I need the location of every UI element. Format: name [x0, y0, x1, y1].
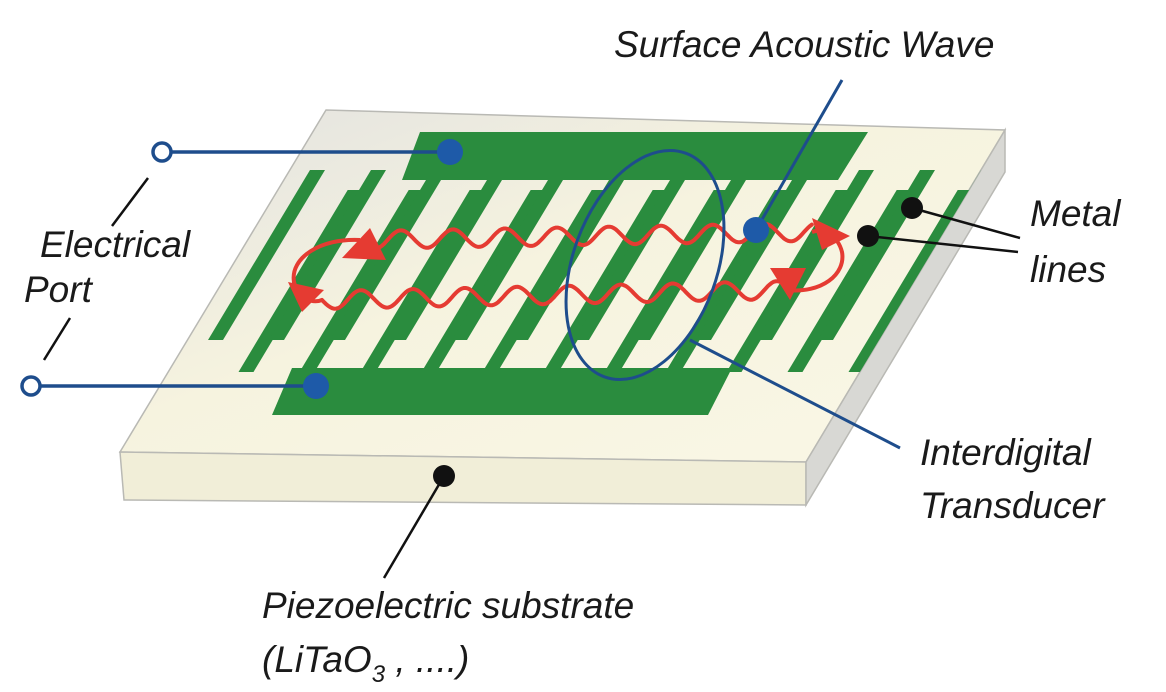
metal-line-dot-1 — [901, 197, 923, 219]
electrode-finger-top — [757, 170, 874, 340]
leader-saw-dot — [743, 217, 769, 243]
leader-saw — [754, 79, 844, 231]
label-metal-line2: lines — [1030, 249, 1106, 290]
leader-metal-1 — [911, 206, 1021, 240]
label-metal-line1: Metal — [1030, 193, 1122, 234]
label-electrical-line2: Port — [24, 269, 94, 310]
electrical-port — [20, 139, 463, 399]
port-terminal-top — [151, 141, 173, 163]
label-substrate-line2: (LiTaO3 , ....) — [262, 639, 469, 688]
label-substrate-formula: (LiTaO — [262, 639, 372, 680]
electrode-finger-bottom — [360, 190, 485, 372]
port-contact-top — [437, 139, 463, 165]
leader-idt — [689, 338, 901, 450]
substrate-front-face — [119, 451, 807, 506]
electrode-finger-bottom — [482, 190, 607, 372]
electrode-finger-top — [208, 170, 325, 340]
leader-electrical-2 — [42, 317, 72, 361]
surface-acoustic-wave — [288, 218, 850, 312]
leader-lines — [42, 79, 1021, 579]
electrode-finger-top — [391, 170, 508, 340]
top-bus-bar — [402, 132, 868, 180]
electrode-finger-top — [696, 170, 813, 340]
electrode-finger-bottom — [848, 190, 973, 372]
leader-electrical-1 — [111, 177, 149, 227]
wave-arrowhead-right-lower — [770, 268, 806, 300]
bottom-bus-bar — [272, 368, 732, 415]
wave-path-upper — [360, 221, 814, 251]
electrode-finger-top — [330, 170, 447, 340]
label-idt-line1: Interdigital — [920, 432, 1092, 473]
metal-line-dot-2 — [857, 225, 879, 247]
leader-metal-2 — [867, 234, 1019, 254]
label-electrical-line1: Electrical — [40, 224, 192, 265]
wave-arrowhead-left — [342, 228, 386, 260]
electrode-finger-bottom — [238, 190, 363, 372]
label-idt-line2: Transducer — [920, 485, 1106, 526]
port-contact-bottom — [303, 373, 329, 399]
label-substrate-subscript: 3 — [372, 661, 386, 688]
substrate-right-face — [805, 127, 1006, 508]
label-substrate-line1: Piezoelectric substrate — [262, 585, 634, 626]
electrode-finger-bottom — [787, 190, 912, 372]
labels: Surface Acoustic Wave Electrical Port Me… — [24, 24, 1122, 688]
label-surface-acoustic-wave: Surface Acoustic Wave — [614, 24, 994, 65]
wave-arrowhead-left-lower — [288, 282, 324, 312]
leader-substrate — [382, 475, 446, 579]
substrate-dot — [433, 465, 455, 487]
port-terminal-bottom — [20, 375, 42, 397]
wave-arrowhead-right — [812, 218, 850, 250]
idt-highlight-ellipse — [564, 148, 726, 382]
wave-path-lower — [320, 279, 788, 311]
label-substrate-ellipsis: , ....) — [385, 639, 469, 680]
electrode-finger-bottom — [543, 190, 668, 372]
